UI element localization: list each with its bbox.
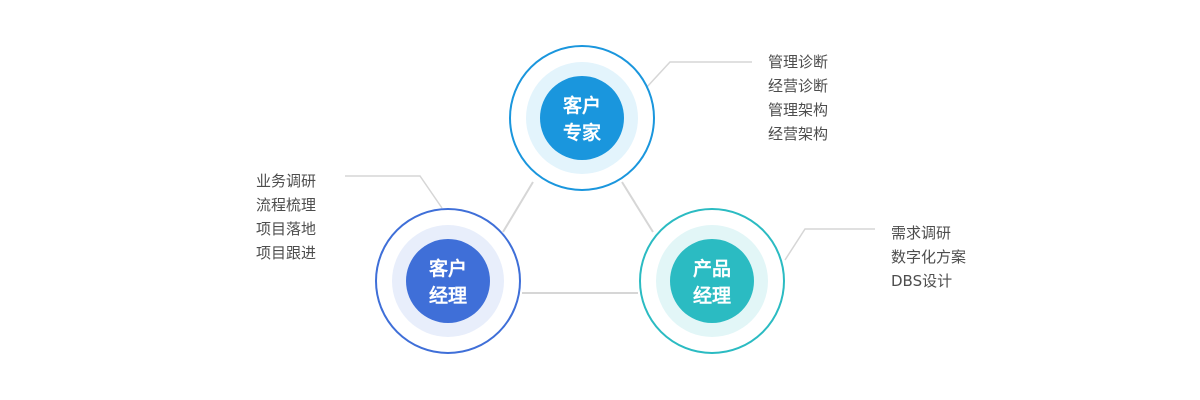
list-item: 经营架构 xyxy=(768,125,828,143)
connector-expert-to-account xyxy=(502,181,534,233)
item-list-product-manager: 需求调研 数字化方案 DBS设计 xyxy=(891,224,966,290)
node-label-line-1: 产品 xyxy=(693,257,731,280)
node-account-manager: 客户 经理 xyxy=(375,208,521,354)
item-list-account-manager: 业务调研 流程梳理 项目落地 项目跟进 xyxy=(256,172,316,262)
list-item: 业务调研 xyxy=(256,172,316,190)
list-item: 管理诊断 xyxy=(768,53,828,71)
item-list-customer-expert: 管理诊断 经营诊断 管理架构 经营架构 xyxy=(768,53,828,143)
node-connectors xyxy=(502,181,654,294)
node-label-line-2: 专家 xyxy=(563,121,602,144)
node-label-line-1: 客户 xyxy=(563,94,601,117)
node-product-manager: 产品 经理 xyxy=(639,208,785,354)
list-item: 流程梳理 xyxy=(256,196,316,214)
node-core xyxy=(540,76,624,160)
leader-line-product xyxy=(784,228,875,261)
node-label-line-1: 客户 xyxy=(429,257,467,280)
node-label-line-2: 经理 xyxy=(429,284,467,307)
connector-expert-to-product xyxy=(621,181,654,233)
leader-line-account xyxy=(345,175,443,209)
list-item: 管理架构 xyxy=(768,101,828,119)
list-item: 项目落地 xyxy=(256,220,316,238)
list-item: 数字化方案 xyxy=(891,248,966,266)
list-item: 需求调研 xyxy=(891,224,951,242)
list-item: 项目跟进 xyxy=(256,244,316,262)
node-core xyxy=(406,239,490,323)
leader-lines xyxy=(345,61,875,261)
node-core xyxy=(670,239,754,323)
leader-line-expert xyxy=(645,61,752,89)
list-item: DBS设计 xyxy=(891,272,952,290)
node-customer-expert: 客户 专家 xyxy=(509,45,655,191)
node-label-line-2: 经理 xyxy=(693,284,731,307)
list-item: 经营诊断 xyxy=(768,77,828,95)
